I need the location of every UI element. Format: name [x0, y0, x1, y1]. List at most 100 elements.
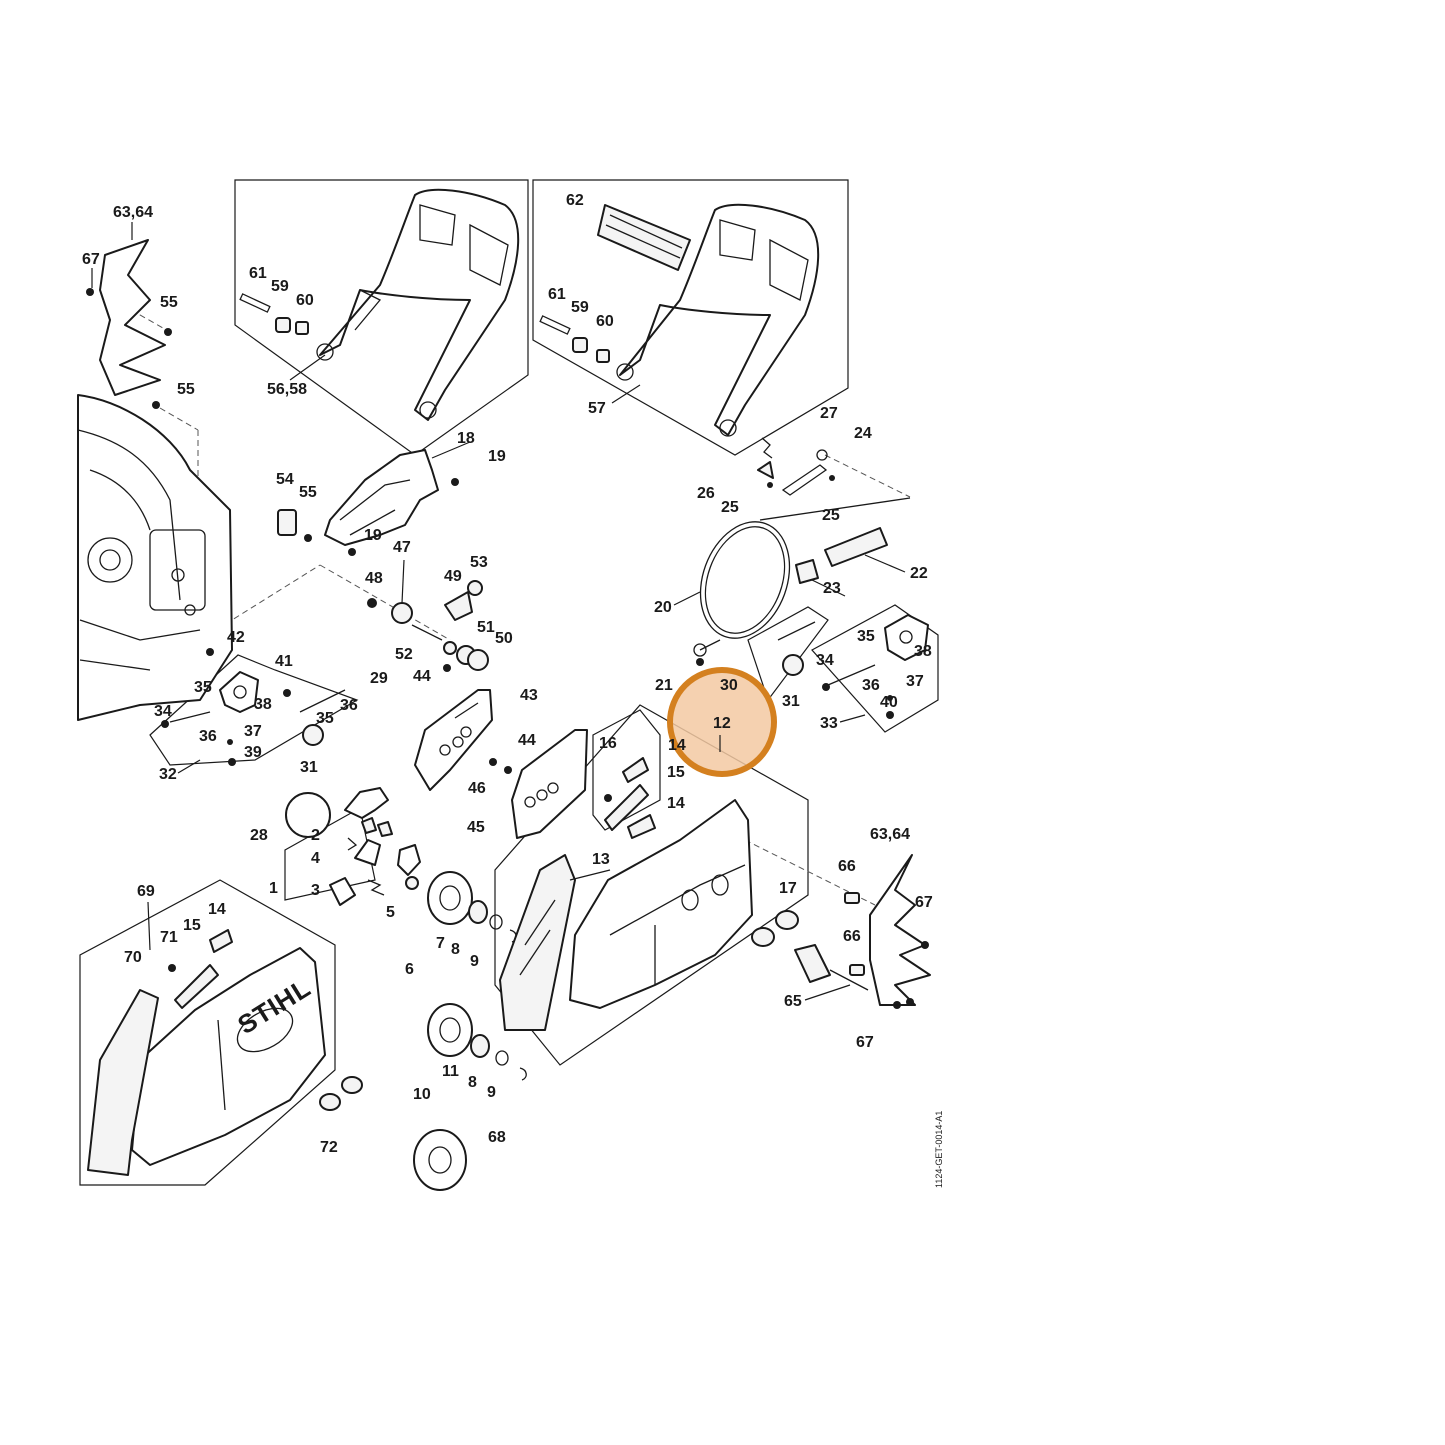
callout-49: 49 — [444, 568, 462, 585]
hand-guard-right — [539, 203, 820, 437]
callout-18: 18 — [457, 430, 475, 447]
frame-chain-tensioner-right — [811, 604, 939, 733]
callout-32: 32 — [159, 766, 177, 783]
callout-53: 53 — [470, 554, 488, 571]
callout-26: 26 — [697, 485, 715, 502]
callout-66: 66 — [843, 928, 861, 945]
callout-57: 57 — [588, 400, 606, 417]
callout-66: 66 — [838, 858, 856, 875]
callout-16: 16 — [599, 735, 617, 752]
frame-clutch — [284, 807, 376, 901]
side-plate-43 — [414, 689, 512, 791]
callout-31: 31 — [782, 693, 800, 710]
chain-tensioner-right-parts — [777, 614, 929, 719]
callout-12: 12 — [713, 715, 731, 732]
callout-30: 30 — [720, 677, 738, 694]
callout-9: 9 — [487, 1084, 496, 1101]
callout-50: 50 — [495, 630, 513, 647]
engine-housing — [77, 394, 233, 721]
callout-2: 2 — [311, 827, 320, 844]
callout-59: 59 — [271, 278, 289, 295]
callout-45: 45 — [467, 819, 485, 836]
callout-59: 59 — [571, 299, 589, 316]
callout-24: 24 — [854, 425, 872, 442]
callout-38: 38 — [254, 696, 272, 713]
callout-15: 15 — [183, 917, 201, 934]
callout-5: 5 — [386, 904, 395, 921]
callout-63-64: 63,64 — [113, 204, 153, 221]
callout-7: 7 — [436, 935, 445, 952]
callout-19: 19 — [488, 448, 506, 465]
chain-tensioner-left-parts — [161, 648, 346, 766]
callout-63-64: 63,64 — [870, 826, 910, 843]
callout-8: 8 — [468, 1074, 477, 1091]
callout-14: 14 — [667, 795, 685, 812]
frame-chain-tensioner-left — [149, 654, 359, 766]
callout-33: 33 — [820, 715, 838, 732]
callout-10: 10 — [413, 1086, 431, 1103]
frame-handguard-right — [532, 179, 849, 456]
frame-sprocket-cover-small — [79, 879, 336, 1186]
highlight-marker[interactable] — [667, 667, 777, 777]
callout-28: 28 — [250, 827, 268, 844]
frame-sprocket-cover-big — [494, 704, 809, 1066]
callout-25: 25 — [721, 499, 739, 516]
callout-51: 51 — [477, 619, 495, 636]
brake-linkage — [367, 580, 489, 672]
callout-14: 14 — [208, 901, 226, 918]
callout-34: 34 — [154, 703, 172, 720]
side-plate-45 — [511, 729, 588, 839]
callout-72: 72 — [320, 1139, 338, 1156]
callout-69: 69 — [137, 883, 155, 900]
sprocket-cover-small: STIHL — [87, 929, 326, 1176]
callout-25: 25 — [822, 507, 840, 524]
callout-56-58: 56,58 — [267, 381, 307, 398]
callout-43: 43 — [520, 687, 538, 704]
callout-38: 38 — [914, 643, 932, 660]
callout-60: 60 — [596, 313, 614, 330]
callout-23: 23 — [823, 580, 841, 597]
sprocket-rim-1 — [427, 871, 517, 943]
sprocket-spur-68 — [413, 1129, 467, 1191]
callout-44: 44 — [413, 668, 431, 685]
clutch-assembly — [285, 787, 421, 906]
callout-61: 61 — [548, 286, 566, 303]
callout-67: 67 — [915, 894, 933, 911]
leader-crank-2 — [319, 564, 451, 641]
callout-31: 31 — [300, 759, 318, 776]
callout-67: 67 — [82, 251, 100, 268]
callout-20: 20 — [654, 599, 672, 616]
callout-48: 48 — [365, 570, 383, 587]
callout-40: 40 — [880, 694, 898, 711]
callout-17: 17 — [779, 880, 797, 897]
callout-46: 46 — [468, 780, 486, 797]
callout-6: 6 — [405, 961, 414, 978]
callout-21: 21 — [655, 677, 673, 694]
callout-54: 54 — [276, 471, 294, 488]
callout-41: 41 — [275, 653, 293, 670]
callout-36: 36 — [199, 728, 217, 745]
callout-35: 35 — [316, 710, 334, 727]
callout-44: 44 — [518, 732, 536, 749]
brake-small-parts — [604, 757, 656, 839]
hand-guard-left — [239, 188, 520, 421]
callout-4: 4 — [311, 850, 320, 867]
callout-leaders — [91, 222, 906, 1001]
callout-29: 29 — [370, 670, 388, 687]
callout-8: 8 — [451, 941, 460, 958]
callout-36: 36 — [862, 677, 880, 694]
chain-brake-lever — [277, 449, 459, 556]
leader-brake — [824, 454, 911, 498]
frame-handguard-left — [234, 179, 529, 456]
callout-55: 55 — [177, 381, 195, 398]
callout-37: 37 — [244, 723, 262, 740]
sprocket-rim-2 — [427, 1003, 527, 1081]
callout-1: 1 — [269, 880, 278, 897]
sprocket-cover-large — [499, 799, 799, 1031]
callout-47: 47 — [393, 539, 411, 556]
callout-55: 55 — [160, 294, 178, 311]
callout-labels: 63,64 67 55 55 61 59 60 56,58 62 61 59 6… — [82, 192, 933, 1156]
callout-70: 70 — [124, 949, 142, 966]
callout-27: 27 — [820, 405, 838, 422]
drawing-code: 1124-GET-0014-A1 — [934, 1111, 944, 1188]
